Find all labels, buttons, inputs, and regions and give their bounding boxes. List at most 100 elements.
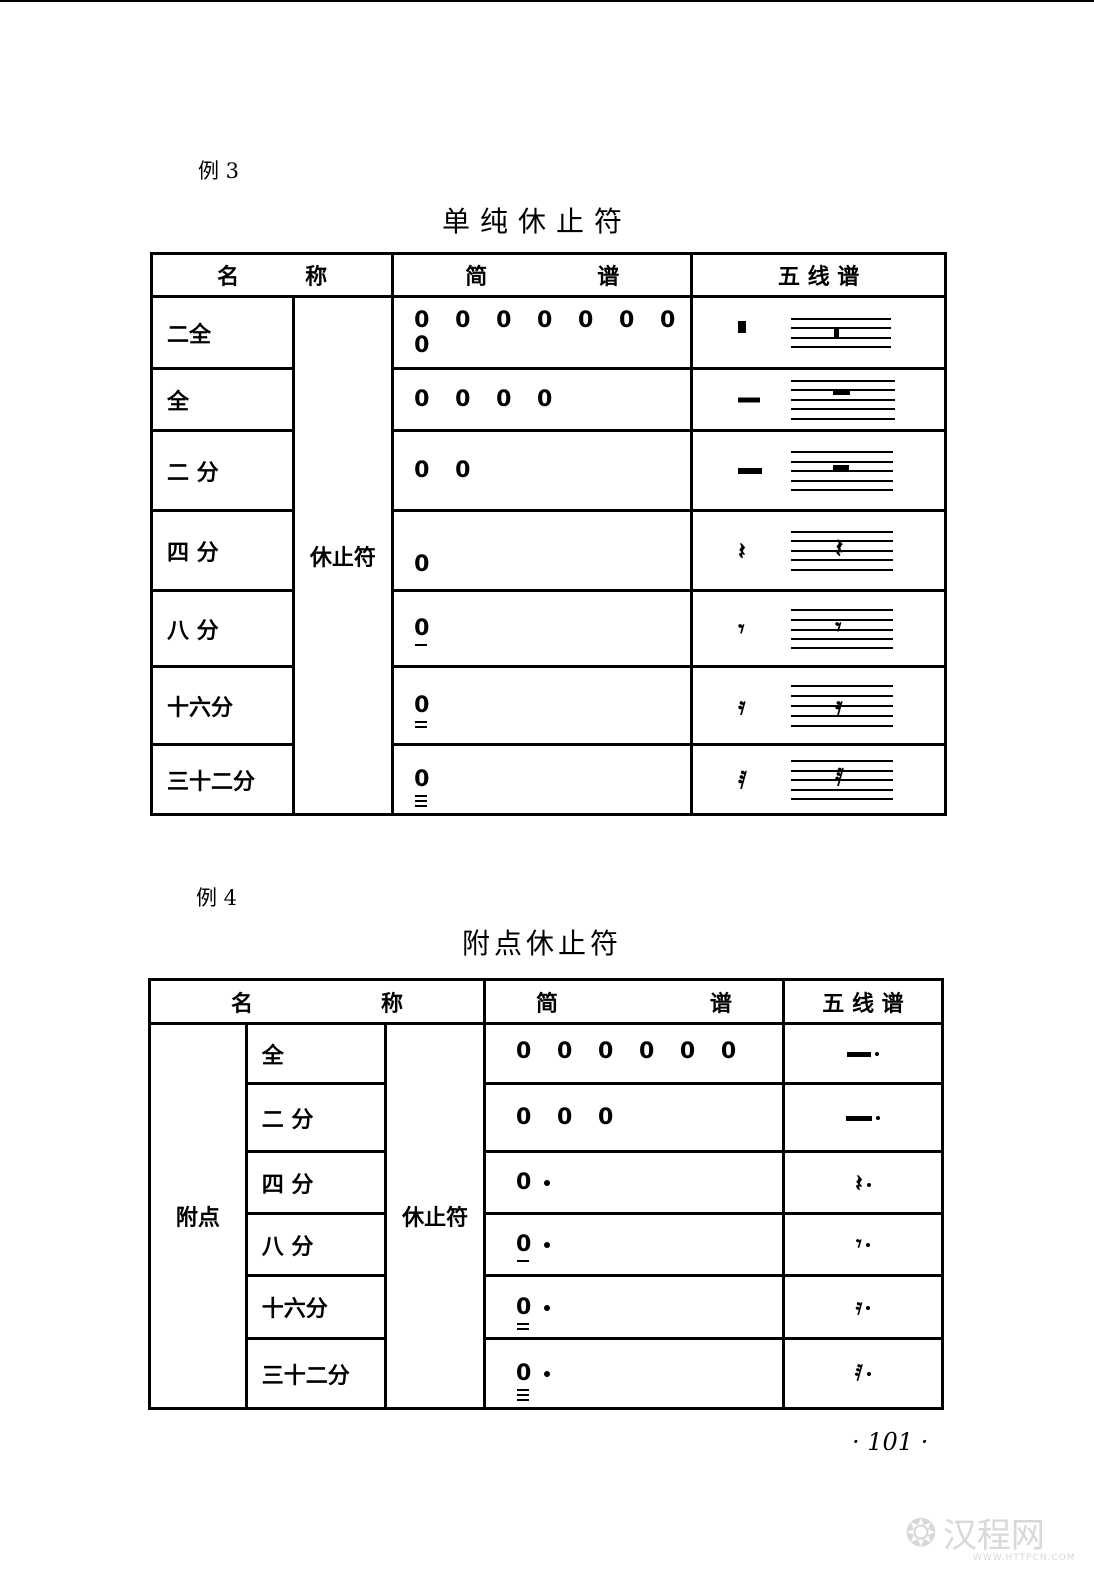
- rest-name: 八 分: [150, 589, 295, 668]
- rest-name: 全: [150, 367, 295, 432]
- eighth-rest-on-staff-icon: 𝄾: [835, 612, 842, 641]
- example-4-title: 附点休止符: [462, 927, 623, 960]
- staff-lines: [791, 450, 894, 491]
- jianpu-eighth-rest: 0: [414, 616, 438, 646]
- jianpu-cell: 0: [483, 1150, 785, 1215]
- staff-cell: [781, 1022, 945, 1085]
- table-row: 四 分 0 𝄽: [150, 1150, 945, 1215]
- header-jianpu: 简谱: [483, 978, 785, 1025]
- jianpu-dotted-sixteenth-rest: 0: [516, 1295, 540, 1330]
- staff-cell: 𝅀: [781, 1337, 945, 1410]
- staff-lines: 𝄿: [791, 684, 894, 727]
- staff-cell: [690, 367, 947, 432]
- table-row: 三十二分 0 𝅀 𝅀: [150, 743, 947, 816]
- table-row: 附点 全 休止符 0 0 0 0 0 0: [148, 1022, 945, 1410]
- sixteenth-rest-on-staff-icon: 𝄿: [835, 691, 843, 720]
- augmentation-dot: [544, 1371, 551, 1377]
- table-row: 二全 休止符 0 0 0 0 0 0 0 0: [150, 295, 947, 816]
- jianpu-cell: 0: [391, 665, 694, 746]
- rest-name: 全: [244, 1022, 388, 1085]
- jianpu-cell: 0 0 0 0 0 0 0 0: [391, 295, 694, 370]
- rest-name: 四 分: [150, 509, 295, 592]
- jianpu-dotted-thirty-second-rest: 0: [516, 1361, 540, 1401]
- table-row: 八 分 0 𝄾 𝄾: [150, 589, 947, 668]
- augmentation-dot: [544, 1242, 551, 1248]
- quarter-rest-on-staff-icon: 𝄽: [835, 533, 844, 564]
- dotted-half-rest-icon: [845, 1105, 880, 1130]
- augmentation-dot: [544, 1180, 551, 1186]
- jianpu-thirty-second-rest: 0: [414, 767, 438, 807]
- dotted-sixteenth-rest-icon: 𝄿: [855, 1294, 863, 1320]
- table-row: 八 分 0 𝄾: [150, 1212, 945, 1277]
- staff-lines: 𝅀: [791, 759, 894, 800]
- example-3-label: 例 3: [198, 159, 240, 183]
- example-4-label: 例 4: [196, 886, 238, 910]
- staff-cell: 𝄿: [781, 1274, 945, 1340]
- staff-lines: [791, 379, 896, 420]
- staff-cell: 𝄽 𝄽: [690, 509, 947, 592]
- table-row: 二 分 0 0: [150, 429, 947, 512]
- augmentation-dot: [544, 1304, 551, 1311]
- jianpu-cell: 0: [391, 589, 694, 668]
- rest-name: 二 分: [150, 429, 295, 512]
- category-cell: 休止符: [291, 295, 395, 816]
- header-staff: 五 线 谱: [690, 252, 947, 298]
- rest-name: 三十二分: [150, 743, 295, 816]
- breve-rest-icon: [738, 320, 747, 339]
- sixteenth-rest-icon: 𝄿: [738, 691, 746, 720]
- rest-name: 三十二分: [244, 1337, 388, 1410]
- watermark: ❂ 汉程网 WWW.HTTPCN.COM: [905, 1508, 1085, 1564]
- staff-cell: [781, 1082, 945, 1153]
- thirty-second-rest-icon: 𝅀: [738, 765, 748, 794]
- dotted-whole-rest-icon: [846, 1041, 879, 1066]
- jianpu-dotted-quarter-rest: 0: [516, 1170, 541, 1195]
- table-row: 二 分 0 0 0: [150, 1082, 945, 1153]
- jianpu-cell: 0: [391, 509, 694, 592]
- watermark-brand: 汉程网: [942, 1516, 1045, 1556]
- staff-cell: [690, 295, 947, 370]
- table-header-row: 名称 简谱 五 线 谱: [147, 978, 945, 1025]
- jianpu-cell: 0 0: [391, 429, 694, 512]
- staff-cell: 𝄽: [781, 1150, 945, 1215]
- eighth-rest-icon: 𝄾: [738, 614, 745, 643]
- jianpu-cell: 0 0 0: [483, 1082, 785, 1153]
- header-jianpu: 简 谱: [391, 252, 694, 298]
- jianpu-sixteenth-rest: 0: [414, 693, 438, 728]
- staff-cell: [690, 429, 947, 512]
- watermark-logo-icon: ❂: [905, 1510, 937, 1555]
- staff-cell: 𝄾 𝄾: [690, 589, 947, 668]
- whole-rest-icon: [738, 397, 761, 402]
- dotted-eighth-rest-icon: 𝄾: [856, 1232, 862, 1257]
- top-border-rule: [0, 0, 1094, 2]
- rest-name: 二全: [150, 295, 295, 370]
- staff-cell: 𝅀 𝅀: [690, 743, 947, 816]
- table-row: 全 0 0 0 0: [150, 367, 947, 432]
- staff-lines: 𝄾: [791, 608, 894, 649]
- jianpu-cell: 0 0 0 0: [391, 367, 694, 432]
- dotted-rests-table: 名称 简谱 五 线 谱 附点 全 休止符 0 0 0 0 0 0 二 分 0 0…: [147, 978, 945, 1410]
- staff-lines: [791, 317, 892, 348]
- rest-name: 四 分: [244, 1150, 388, 1215]
- table-header-row: 名 称 简 谱 五 线 谱: [149, 252, 947, 298]
- dotted-thirty-second-rest-icon: 𝅀: [854, 1361, 864, 1386]
- rest-name: 十六分: [150, 665, 295, 746]
- watermark-url: WWW.HTTPCN.COM: [973, 1553, 1076, 1563]
- rest-name: 二 分: [244, 1082, 388, 1153]
- jianpu-cell: 0: [483, 1274, 785, 1340]
- table-row: 四 分 0 𝄽 𝄽: [150, 509, 947, 592]
- staff-cell: 𝄾: [781, 1212, 945, 1277]
- rest-name: 十六分: [244, 1274, 388, 1340]
- table-row: 三十二分 0 𝅀: [150, 1337, 945, 1410]
- jianpu-cell: 0 0 0 0 0 0: [483, 1022, 785, 1085]
- quarter-rest-icon: 𝄽: [738, 536, 746, 565]
- page-number: · 101 ·: [852, 1428, 929, 1456]
- staff-lines: 𝄽: [791, 530, 894, 571]
- category-cell: 休止符: [384, 1022, 487, 1410]
- dotted-quarter-rest-icon: 𝄽: [855, 1168, 863, 1197]
- jianpu-cell: 0: [483, 1212, 785, 1277]
- half-rest-icon: [738, 467, 763, 474]
- half-rest-on-staff-icon: [833, 464, 850, 470]
- jianpu-cell: 0: [391, 743, 694, 816]
- jianpu-cell: 0: [483, 1337, 785, 1410]
- rest-name: 八 分: [244, 1212, 388, 1277]
